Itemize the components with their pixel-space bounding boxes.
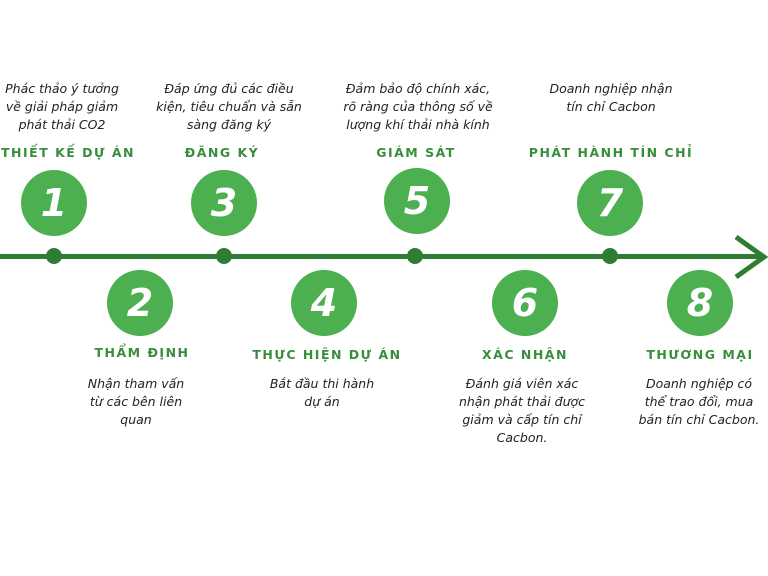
step-4-title: THỰC HIỆN DỰ ÁN: [252, 347, 402, 362]
step-4-number: 4: [291, 270, 357, 336]
step-3-number: 3: [191, 170, 257, 236]
step-5-title: GIÁM SÁT: [376, 145, 456, 160]
step-7-title: PHÁT HÀNH TÍN CHỈ: [528, 145, 694, 160]
step-5-number: 5: [384, 168, 450, 234]
timeline-dot-5: [407, 248, 423, 264]
step-8-number: 8: [667, 270, 733, 336]
step-1-title: THIẾT KẾ DỰ ÁN: [1, 145, 135, 160]
timeline-dot-7: [602, 248, 618, 264]
step-5-description: Đảm bảo độ chính xác,rõ ràng của thông s…: [343, 81, 493, 132]
timeline-dot-3: [216, 248, 232, 264]
step-2-number: 2: [107, 270, 173, 336]
step-6-number: 6: [492, 270, 558, 336]
step-6-title: XÁC NHẬN: [482, 347, 568, 362]
timeline-line: [0, 254, 760, 259]
step-3-title: ĐĂNG KÝ: [184, 145, 260, 160]
arrow-right-icon: [734, 235, 768, 279]
step-8-title: THƯƠNG MẠI: [646, 347, 754, 362]
step-2-title: THẨM ĐỊNH: [94, 345, 190, 360]
step-7-number: 7: [577, 170, 643, 236]
timeline-dot-1: [46, 248, 62, 264]
step-1-number: 1: [21, 170, 87, 236]
